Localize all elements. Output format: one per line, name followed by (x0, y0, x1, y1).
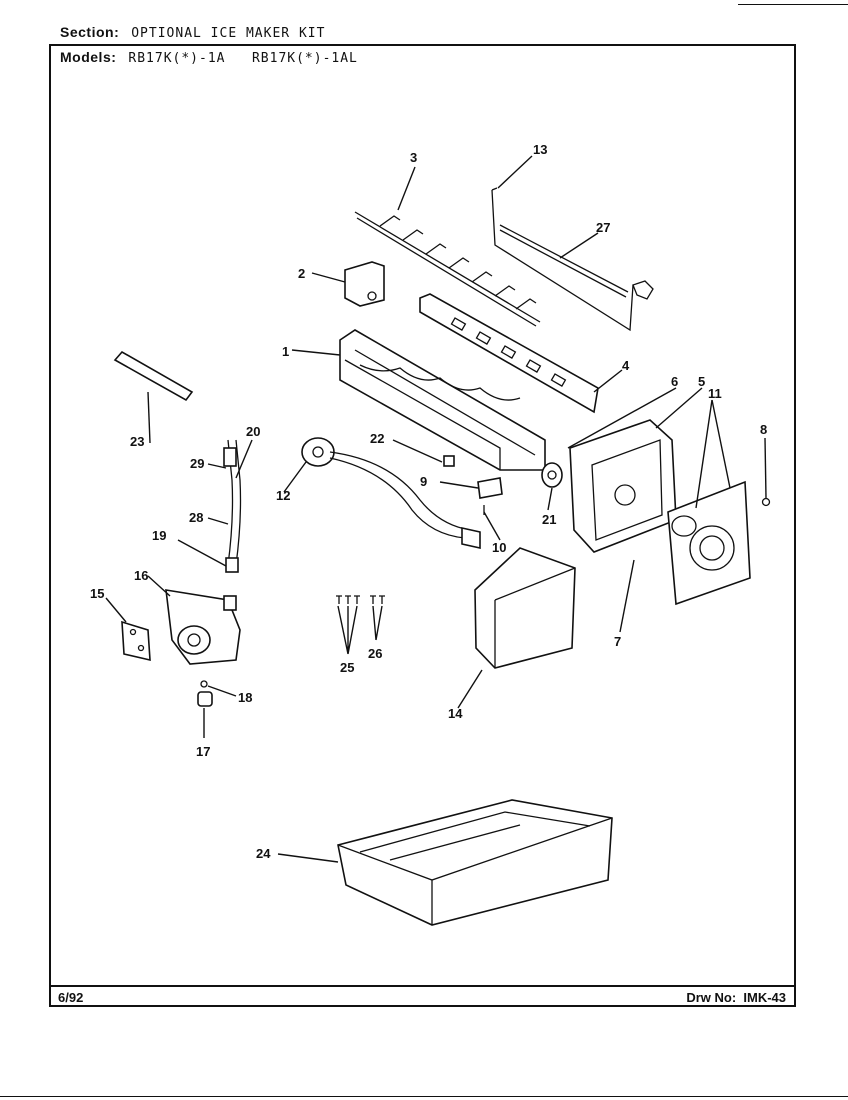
mold-bracket (344, 261, 385, 307)
drawing-frame (49, 44, 796, 1007)
section-key: Section: (60, 24, 120, 40)
callout-8: 8 (760, 422, 767, 437)
leader-lines (105, 155, 767, 863)
screw-set (336, 595, 385, 604)
ejector-blade-shaft (354, 211, 541, 327)
callout-15: 15 (90, 586, 104, 601)
callout-13: 13 (533, 142, 547, 157)
callout-12: 12 (276, 488, 290, 503)
callout-5: 5 (698, 374, 705, 389)
callout-26: 26 (368, 646, 382, 661)
stripper-plate (419, 293, 599, 414)
callout-29: 29 (190, 456, 204, 471)
callout-14: 14 (448, 706, 463, 721)
callout-24: 24 (256, 846, 271, 861)
callout-20: 20 (246, 424, 260, 439)
callout-11: 11 (708, 386, 722, 401)
cover-screw (761, 497, 771, 507)
wiring-harness (301, 437, 481, 549)
callout-7: 7 (614, 634, 621, 649)
ice-storage-bin (337, 799, 613, 926)
top-right-rule (738, 4, 848, 5)
footer-divider (49, 985, 796, 987)
callout-17: 17 (196, 744, 210, 759)
callout-3: 3 (410, 150, 417, 165)
control-housing (569, 419, 677, 553)
fill-cup-tube (113, 350, 194, 402)
callout-23: 23 (130, 434, 144, 449)
module-cover (667, 480, 751, 606)
callout-21: 21 (542, 512, 556, 527)
callout-16: 16 (134, 568, 148, 583)
callout-2: 2 (298, 266, 305, 281)
footer-date: 6/92 (58, 990, 84, 1005)
valve-washer (200, 680, 208, 688)
callout-10: 10 (492, 540, 506, 555)
callout-19: 19 (152, 528, 166, 543)
callout-18: 18 (238, 690, 252, 705)
section-value: OPTIONAL ICE MAKER KIT (131, 26, 326, 41)
callout-4: 4 (622, 358, 630, 373)
stripper-and-shutoff-arm (491, 187, 654, 332)
callout-6: 6 (671, 374, 678, 389)
water-tube-assembly (223, 439, 242, 573)
callout-25: 25 (340, 660, 354, 675)
valve-fitting (197, 691, 213, 707)
bottom-rule (0, 1096, 848, 1097)
footer-drawing-number: Drw No: IMK-43 (686, 990, 786, 1005)
water-valve (165, 589, 241, 665)
callout-22: 22 (370, 431, 384, 446)
callout-28: 28 (189, 510, 203, 525)
models-value: RB17K(*)-1A RB17K(*)-1AL (128, 51, 358, 66)
models-key: Models: (60, 49, 117, 65)
valve-bracket (121, 620, 151, 662)
callout-9: 9 (420, 474, 427, 489)
mold-cover-box (474, 547, 576, 669)
small-clip (443, 455, 455, 467)
motor-coupling (541, 462, 563, 488)
callout-27: 27 (596, 220, 610, 235)
mounting-plate (477, 477, 503, 499)
models-header: Models: RB17K(*)-1A RB17K(*)-1AL (60, 49, 358, 66)
section-header: Section: OPTIONAL ICE MAKER KIT (60, 24, 325, 41)
callout-1: 1 (282, 344, 289, 359)
